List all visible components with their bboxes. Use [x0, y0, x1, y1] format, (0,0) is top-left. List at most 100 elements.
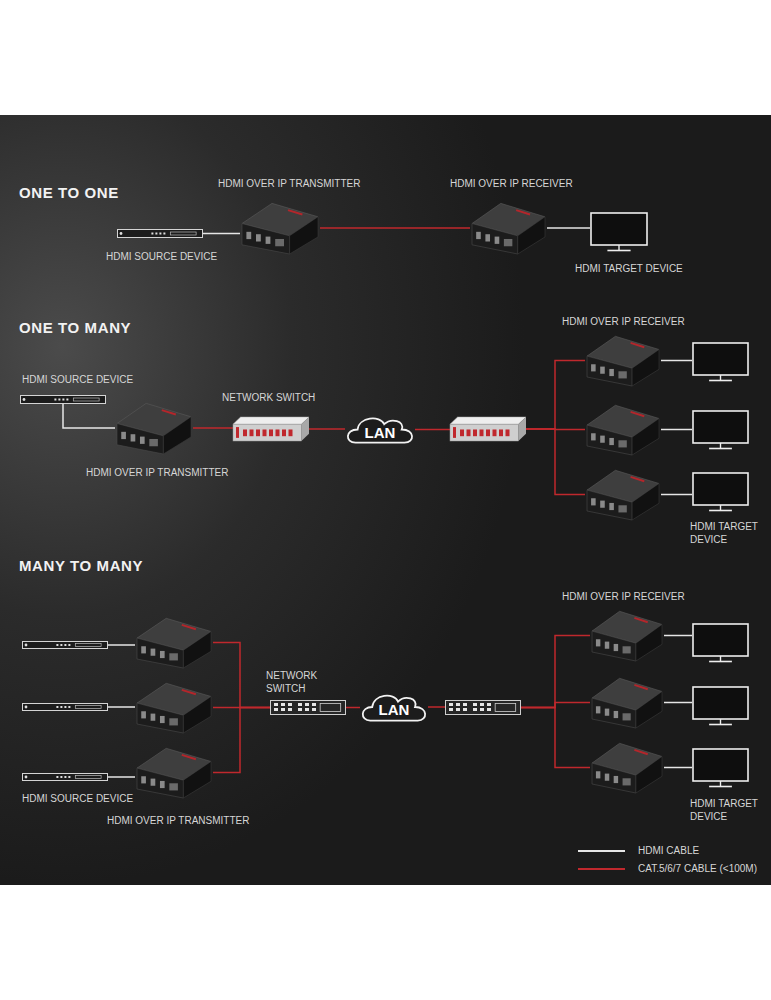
source-device: [22, 641, 108, 649]
hdmi-cable: [661, 494, 692, 496]
receiver-box: [585, 402, 661, 457]
target-monitor: HDMI TARGET DEVICE: [692, 748, 749, 788]
target-monitor: [692, 623, 749, 663]
receiver-box: HDMI OVER IP RECEIVER: [470, 200, 547, 256]
hdmi-cable-sample: [578, 850, 625, 852]
target-monitor: [692, 410, 749, 450]
transmitter-box-picture: [240, 200, 320, 256]
target-monitor-picture: [692, 410, 749, 450]
legend-text: HDMI CABLE: [638, 844, 699, 857]
transmitter-box: HDMI OVER IP TRANSMITTER: [115, 400, 193, 456]
network-switch-picture: [270, 700, 346, 715]
network-switch-picture: [445, 700, 521, 715]
hdmi-cable: [203, 233, 240, 235]
source-device-picture: [22, 773, 108, 781]
source-device: HDMI SOURCE DEVICE: [20, 395, 106, 404]
cat-cable: [193, 427, 233, 429]
network-switch: [450, 417, 526, 441]
device-label: HDMI TARGET DEVICE: [690, 520, 766, 546]
device-label: HDMI OVER IP RECEIVER: [562, 315, 712, 328]
source-device-picture: [22, 641, 108, 649]
transmitter-box: HDMI OVER IP TRANSMITTER: [135, 745, 213, 800]
receiver-box: [590, 675, 664, 730]
device-label: HDMI TARGET DEVICE: [690, 797, 766, 823]
network-label: LAN: [345, 424, 415, 442]
legend-text: CAT.5/6/7 CABLE (<100M): [638, 862, 757, 875]
source-device: [22, 703, 108, 711]
device-label: HDMI OVER IP TRANSMITTER: [107, 814, 277, 827]
cat-cable-sample: [578, 868, 625, 870]
receiver-box: [585, 467, 661, 522]
receiver-box-picture: [585, 467, 661, 522]
hdmi-cable: [661, 360, 692, 362]
cat-cable: [526, 429, 585, 495]
network-switch-picture: [450, 417, 526, 441]
target-monitor: [692, 342, 749, 382]
hdmi-cable: [108, 776, 135, 778]
receiver-box-picture: [585, 402, 661, 457]
source-device-picture: [20, 395, 106, 404]
cat-cable: [213, 708, 270, 773]
transmitter-box: HDMI OVER IP TRANSMITTER: [240, 200, 320, 256]
network-switch: NETWORK SWITCH: [233, 417, 309, 441]
hdmi-cable: [664, 702, 692, 704]
lan-cloud: LAN: [345, 413, 415, 446]
receiver-box-picture: [590, 675, 664, 730]
target-monitor-picture: [692, 748, 749, 788]
hdmi-cable: [664, 767, 692, 769]
transmitter-box-picture: [135, 745, 213, 800]
network-switch: [445, 700, 521, 715]
receiver-box: [590, 740, 664, 795]
target-monitor-picture: [590, 212, 648, 252]
source-device-picture: [22, 703, 108, 711]
target-monitor: [692, 686, 749, 726]
target-monitor: HDMI TARGET DEVICE: [692, 472, 749, 512]
lan-cloud: LAN: [360, 690, 428, 724]
device-label: HDMI TARGET DEVICE: [575, 262, 705, 275]
device-label: HDMI OVER IP TRANSMITTER: [218, 177, 388, 190]
target-monitor-picture: [692, 342, 749, 382]
device-label: HDMI OVER IP RECEIVER: [450, 177, 600, 190]
source-device-picture: [117, 229, 203, 238]
network-label: LAN: [360, 701, 428, 719]
section-heading: ONE TO MANY: [19, 319, 131, 337]
device-label: HDMI SOURCE DEVICE: [22, 373, 152, 386]
network-switch: NETWORK SWITCH: [270, 700, 346, 715]
transmitter-box: [135, 615, 213, 670]
network-switch-picture: [233, 417, 309, 441]
cat-cable: [526, 361, 585, 430]
source-device: HDMI SOURCE DEVICE: [22, 773, 108, 781]
cat-cable: [309, 428, 345, 430]
device-label: NETWORK SWITCH: [266, 669, 326, 695]
hdmi-cable: [108, 706, 135, 708]
cat-cable: [428, 706, 445, 708]
cat-cable: [346, 707, 360, 709]
hdmi-cable: [547, 227, 590, 229]
device-label: HDMI SOURCE DEVICE: [22, 792, 152, 805]
cat-cable: [320, 227, 470, 229]
device-label: HDMI OVER IP TRANSMITTER: [86, 466, 256, 479]
section-heading: ONE TO ONE: [19, 184, 119, 202]
cat-cable: [521, 636, 590, 708]
source-device: HDMI SOURCE DEVICE: [117, 229, 203, 238]
receiver-box-picture: [585, 333, 661, 388]
device-label: HDMI SOURCE DEVICE: [106, 250, 236, 263]
hdmi-cable: [661, 429, 692, 431]
transmitter-box-picture: [115, 400, 193, 456]
receiver-box: HDMI OVER IP RECEIVER: [590, 608, 664, 663]
transmitter-box-picture: [135, 615, 213, 670]
receiver-box: HDMI OVER IP RECEIVER: [585, 333, 661, 388]
hdmi-cable: [664, 635, 692, 637]
target-monitor-picture: [692, 472, 749, 512]
receiver-box-picture: [590, 608, 664, 663]
hdmi-cable: [63, 404, 115, 428]
cat-cable: [521, 708, 590, 768]
cat-cable: [415, 429, 450, 431]
transmitter-box-picture: [135, 680, 213, 735]
receiver-box-picture: [470, 200, 547, 256]
target-monitor-picture: [692, 623, 749, 663]
receiver-box-picture: [590, 740, 664, 795]
target-monitor-picture: [692, 686, 749, 726]
hdmi-cable: [108, 644, 135, 646]
section-heading: MANY TO MANY: [19, 557, 143, 575]
